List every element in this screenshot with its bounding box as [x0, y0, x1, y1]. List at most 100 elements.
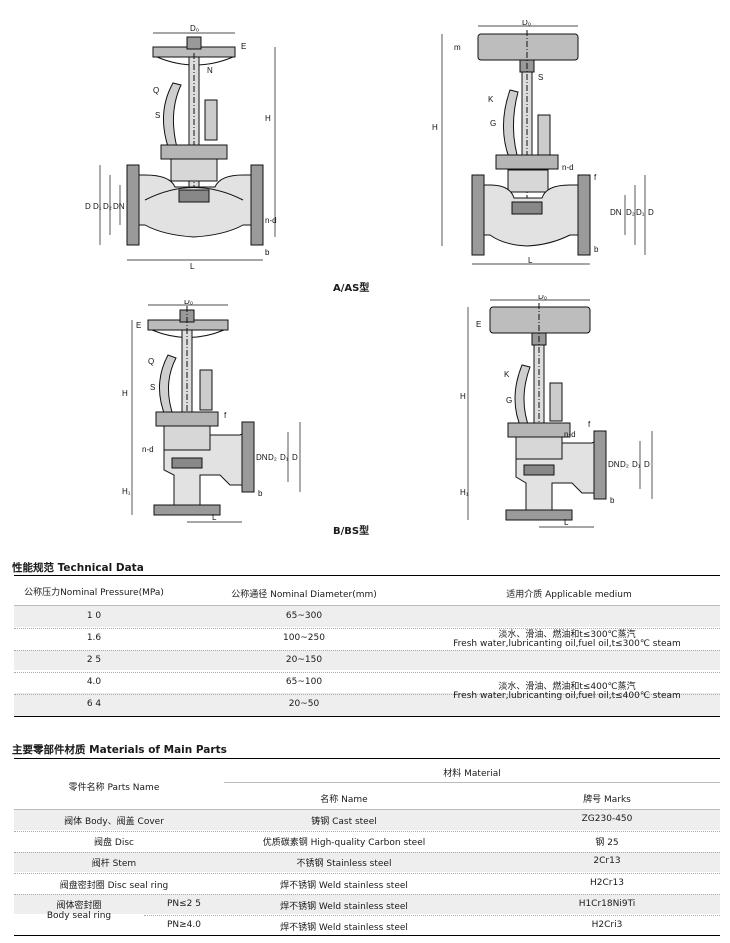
label-n: N [207, 66, 213, 75]
label-l: L [190, 262, 195, 270]
diameter-row-3: 20~150 [285, 655, 323, 665]
label-s: S [155, 111, 160, 120]
label-dn: DN [610, 208, 622, 217]
label-s: S [150, 383, 155, 392]
label-k: K [504, 370, 510, 379]
valve-drawing-bs: D₀ E H H₁ K G f n-d D D₁ D₂ DN b L [460, 295, 653, 528]
part-body-seal-ring-en: Body seal ring [46, 911, 112, 921]
part-body-cover: 阀体 Body、阀盖 Cover [64, 817, 164, 827]
caption-a-as: A/AS型 [333, 283, 370, 294]
label-dn: DN [256, 453, 268, 462]
label-h: H [122, 389, 128, 398]
label-nd: n-d [142, 445, 154, 454]
cond-pn-le-25: PN≤2 5 [166, 899, 201, 909]
technical-data-title: 性能规范 Technical Data [12, 562, 144, 574]
header-nominal-diameter: 公称通径 Nominal Diameter(mm) [231, 590, 377, 600]
name-stem: 不锈钢 Stainless steel [296, 859, 392, 869]
label-b: b [610, 496, 615, 505]
valve-drawing-as: D₀ m H K G S n-d D D₁ D₂ DN f b L [432, 20, 654, 265]
label-d: D [648, 208, 654, 217]
diameter-row-1: 65~300 [285, 611, 323, 621]
label-e: E [476, 320, 481, 329]
name-disc-seal-ring: 焊不锈钢 Weld stainless steel [280, 881, 408, 891]
label-e: E [241, 42, 246, 51]
header-applicable-medium: 适用介质 Applicable medium [506, 590, 632, 600]
medium-1-en: Fresh water,lubricanting oil,fuel oil,t≤… [453, 639, 681, 649]
label-h: H [460, 392, 466, 401]
marks-body-cover: ZG230-450 [581, 814, 633, 824]
name-body-seal-2: 焊不锈钢 Weld stainless steel [280, 923, 408, 933]
pressure-row-5: 6 4 [86, 699, 102, 709]
label-m: m [454, 43, 461, 52]
label-dn: DN [113, 202, 125, 211]
label-do: D₀ [522, 20, 531, 27]
header-marks: 牌号 Marks [583, 795, 631, 805]
name-body-cover: 铸钢 Cast steel [311, 817, 377, 827]
pressure-row-3: 2 5 [86, 655, 102, 665]
caption-b-bs: B/BS型 [333, 526, 370, 537]
label-d2: D₂ [103, 202, 112, 211]
label-f: f [594, 173, 597, 182]
label-q: Q [148, 357, 154, 366]
materials-title: 主要零部件材质 Materials of Main Parts [12, 744, 227, 756]
label-l: L [212, 513, 217, 522]
header-name: 名称 Name [320, 795, 368, 805]
label-f: f [224, 411, 227, 420]
part-disc-seal-ring: 阀盘密封圈 Disc seal ring [59, 881, 169, 891]
valve-drawing-b: D₀ E H H₁ Q S f n-d D D₁ D₂ DN b L [122, 300, 301, 523]
medium-1-cn: 淡水、滑油、燃油和t≤300℃蒸汽 [498, 630, 636, 640]
diameter-row-4: 65~100 [285, 677, 323, 687]
label-h1: H₁ [122, 487, 131, 496]
header-parts-name: 零件名称 Parts Name [68, 783, 160, 793]
label-d1: D₁ [636, 208, 645, 217]
part-stem: 阀杆 Stem [91, 859, 137, 869]
label-d2: D₂ [620, 460, 629, 469]
label-e: E [136, 321, 141, 330]
label-l: L [564, 518, 569, 527]
medium-2-cn: 淡水、滑油、燃油和t≤400℃蒸汽 [498, 682, 636, 692]
label-b: b [265, 248, 270, 257]
label-d2: D₂ [268, 453, 277, 462]
label-d: D [292, 453, 298, 462]
label-b: b [258, 489, 263, 498]
header-material: 材料 Material [443, 769, 501, 779]
label-b: b [594, 245, 599, 254]
marks-disc-seal-ring: H2Cr13 [590, 878, 624, 888]
label-d1: D₁ [280, 453, 289, 462]
label-l: L [528, 256, 533, 265]
part-disc: 阀盘 Disc [94, 838, 134, 848]
label-g: G [490, 119, 496, 128]
label-nd: n-d [564, 430, 576, 439]
label-k: K [488, 95, 494, 104]
label-q: Q [153, 86, 159, 95]
label-h1: H₁ [460, 488, 469, 497]
label-f: f [588, 420, 591, 429]
label-do: D₀ [538, 295, 547, 301]
part-body-seal-ring-cn: 阀体密封圈 [56, 901, 102, 911]
name-body-seal-1: 焊不锈钢 Weld stainless steel [280, 902, 408, 912]
medium-2-en: Fresh water,lubricanting oil,fuel oil,t≤… [453, 691, 681, 701]
marks-body-seal-1: H1Cr18Ni9Ti [578, 899, 636, 909]
label-do: D₀ [184, 300, 193, 306]
label-h: H [432, 123, 438, 132]
marks-disc: 钢 25 [595, 838, 619, 848]
label-d: D [85, 202, 91, 211]
header-nominal-pressure: 公称压力Nominal Pressure(MPa) [24, 588, 164, 598]
label-d: D [644, 460, 650, 469]
valve-drawing-a: D₀ E H Q S N D D₁ D₂ DN b L n-d [85, 25, 277, 270]
label-g: G [506, 396, 512, 405]
label-do: D₀ [190, 25, 199, 33]
label-s: S [538, 73, 543, 82]
pressure-row-1: 1 0 [86, 611, 102, 621]
label-nd: n-d [265, 216, 277, 225]
marks-stem: 2Cr13 [593, 856, 621, 866]
marks-body-seal-2: H2Cri3 [591, 920, 623, 930]
cond-pn-ge-40: PN≥4.0 [166, 920, 201, 930]
label-d2: D₂ [626, 208, 635, 217]
pressure-row-2: 1.6 [86, 633, 102, 643]
diameter-row-5: 20~50 [288, 699, 320, 709]
diameter-row-2: 100~250 [283, 633, 325, 643]
label-d1: D₁ [93, 202, 102, 211]
label-h: H [265, 114, 271, 123]
label-d1: D₁ [632, 460, 641, 469]
